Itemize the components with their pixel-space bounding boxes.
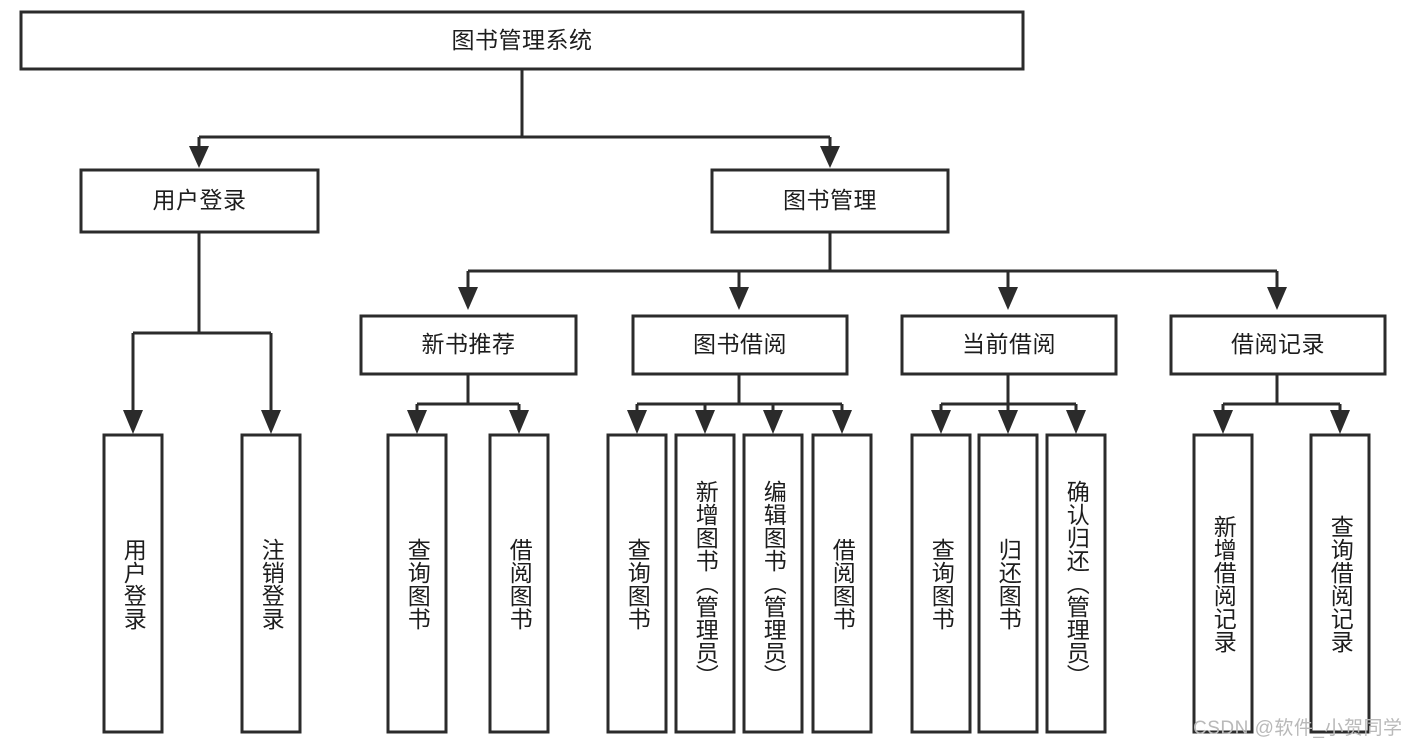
arrow-head-leaf-add-borrow-record (1213, 410, 1233, 434)
arrow-head-user-login (189, 146, 209, 168)
arrow-head-leaf-return-book (998, 410, 1018, 434)
node-box-root[interactable] (19, 10, 1025, 71)
node-box-leaf-borrow-book-1[interactable] (488, 433, 550, 734)
node-box-leaf-borrow-book-2[interactable] (811, 433, 873, 734)
node-box-leaf-add-borrow-record[interactable] (1192, 433, 1254, 734)
arrow-head-leaf-edit-book (763, 410, 783, 434)
node-box-user-login[interactable] (79, 168, 320, 234)
arrow-head-leaf-confirm-return (1066, 410, 1086, 434)
node-box-current-borrow[interactable] (900, 314, 1118, 376)
arrow-head-new-book-recommend (458, 287, 478, 310)
arrow-head-current-borrow (998, 287, 1018, 310)
node-box-leaf-query-book-3[interactable] (910, 433, 972, 734)
arrow-head-book-borrow (729, 287, 749, 310)
arrow-head-book-management (820, 146, 840, 168)
arrow-head-leaf-logout-login (261, 410, 281, 434)
node-box-leaf-query-borrow-record[interactable] (1309, 433, 1371, 734)
node-box-leaf-query-book-2[interactable] (606, 433, 668, 734)
node-box-leaf-user-login[interactable] (102, 433, 164, 734)
arrow-head-leaf-query-borrow-record (1330, 410, 1350, 434)
arrow-head-leaf-query-book-2 (627, 410, 647, 434)
node-box-leaf-logout-login[interactable] (240, 433, 302, 734)
arrow-head-leaf-query-book-3 (931, 410, 951, 434)
node-box-borrow-record[interactable] (1169, 314, 1387, 376)
arrow-head-leaf-add-book (695, 410, 715, 434)
watermark-text: CSDN @软件_小贺同学 (1193, 718, 1403, 739)
node-box-leaf-add-book[interactable] (674, 433, 736, 734)
node-box-leaf-edit-book[interactable] (742, 433, 804, 734)
arrow-head-leaf-user-login (123, 410, 143, 434)
node-box-leaf-confirm-return[interactable] (1045, 433, 1107, 734)
node-box-book-borrow[interactable] (631, 314, 849, 376)
arrow-head-borrow-record (1267, 287, 1287, 310)
arrow-head-leaf-borrow-book-1 (509, 410, 529, 434)
arrow-head-leaf-query-book-1 (407, 410, 427, 434)
node-box-book-management[interactable] (710, 168, 950, 234)
node-box-leaf-return-book[interactable] (977, 433, 1039, 734)
arrow-head-leaf-borrow-book-2 (832, 410, 852, 434)
node-box-new-book-recommend[interactable] (359, 314, 578, 376)
node-box-leaf-query-book-1[interactable] (386, 433, 448, 734)
